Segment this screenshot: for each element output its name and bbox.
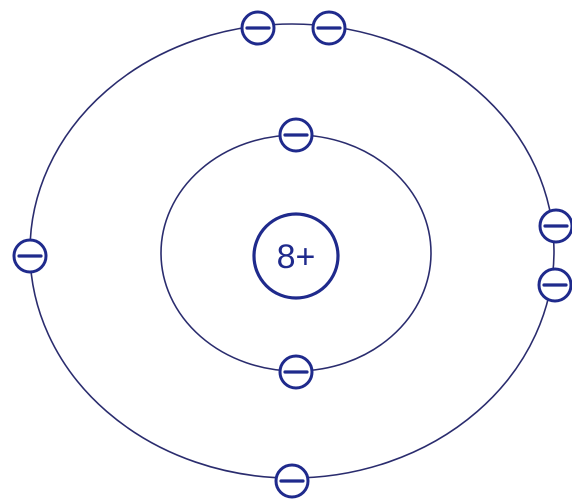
outer-electron-bottom (276, 465, 308, 497)
inner-electron-top (280, 119, 312, 151)
outer-electron-right-upper (540, 210, 572, 242)
outer-electron-top-left (242, 12, 274, 44)
nucleus-charge-label: 8+ (277, 238, 316, 276)
outer-electron-top-right (313, 12, 345, 44)
nucleus: 8+ (254, 214, 338, 298)
outer-electron-left (14, 240, 46, 272)
outer-electron-right-lower (539, 269, 571, 301)
inner-electron-bottom (280, 356, 312, 388)
